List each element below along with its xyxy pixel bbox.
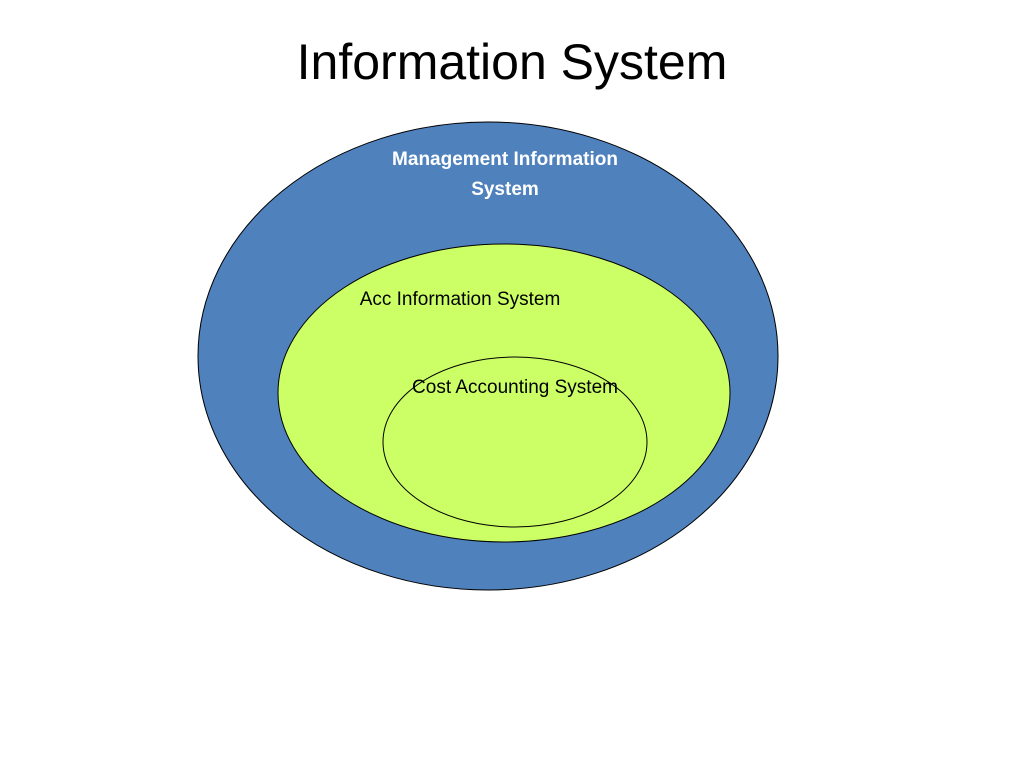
mis-label: Management Information System [392,149,618,200]
slide-title: Information System [296,34,728,90]
inner-ellipse-cas [382,356,648,528]
ais-label: Acc Information System [359,289,561,310]
cas-label: Cost Accounting System [412,377,618,398]
